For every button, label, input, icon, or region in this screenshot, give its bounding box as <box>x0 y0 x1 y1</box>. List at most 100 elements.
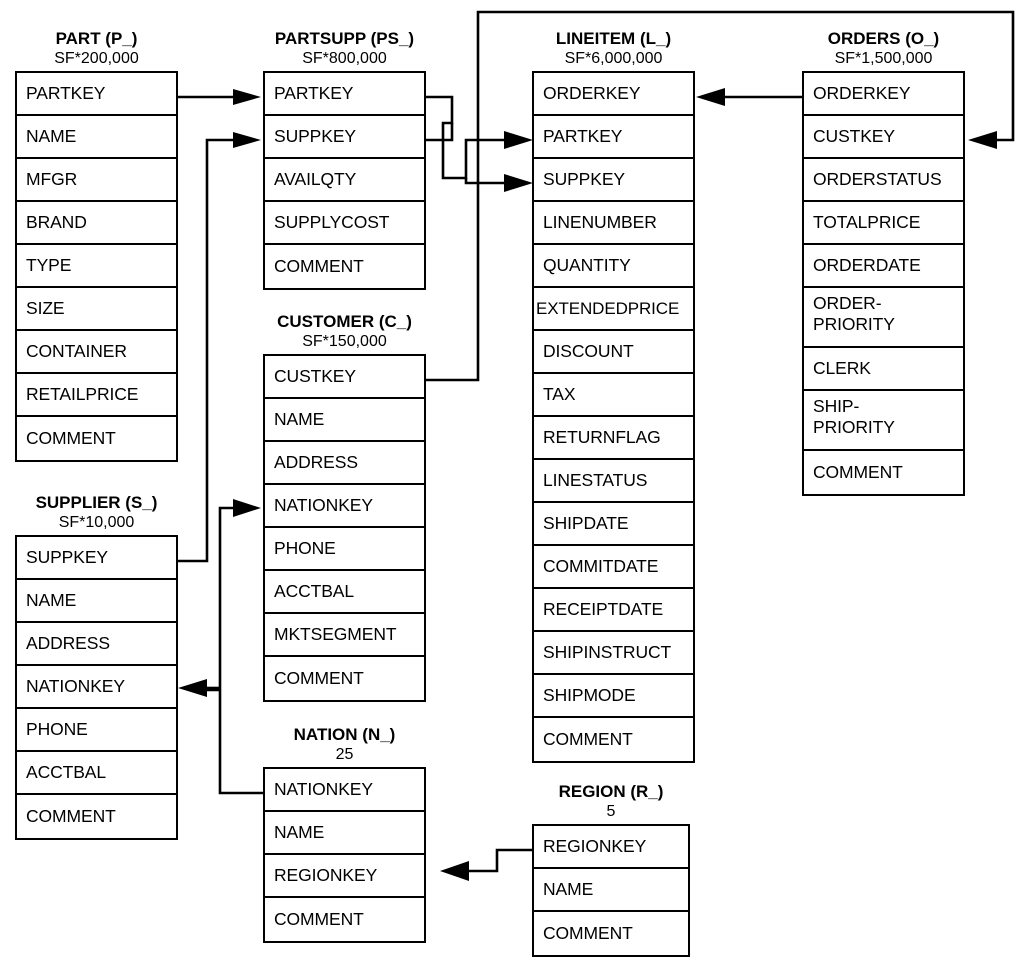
field-orders-orderpriority[interactable]: ORDER- PRIORITY <box>804 288 963 348</box>
field-lineitem-discount[interactable]: DISCOUNT <box>534 331 693 374</box>
field-lineitem-shipinstruct[interactable]: SHIPINSTRUCT <box>534 632 693 675</box>
field-partsupp-supplycost[interactable]: SUPPLYCOST <box>265 202 424 245</box>
entity-box-orders: ORDERKEY CUSTKEY ORDERSTATUS TOTALPRICE … <box>802 71 965 496</box>
connector-part-partsupp <box>178 89 261 105</box>
field-partsupp-partkey[interactable]: PARTKEY <box>265 73 424 116</box>
entity-cardinality-part: SF*200,000 <box>54 50 139 67</box>
field-lineitem-quantity[interactable]: QUANTITY <box>534 245 693 288</box>
field-supplier-name[interactable]: NAME <box>17 580 176 623</box>
field-orders-clerk[interactable]: CLERK <box>804 348 963 391</box>
entity-box-supplier: SUPPKEY NAME ADDRESS NATIONKEY PHONE ACC… <box>15 535 178 840</box>
field-part-name[interactable]: NAME <box>17 116 176 159</box>
entity-title-orders: ORDERS (O_) <box>827 29 940 48</box>
entity-partsupp: PARTSUPP (PS_) SF*800,000 PARTKEY SUPPKE… <box>263 28 426 290</box>
field-lineitem-comment[interactable]: COMMENT <box>543 729 633 749</box>
field-customer-nationkey[interactable]: NATIONKEY <box>265 485 424 528</box>
field-orders-orderkey[interactable]: ORDERKEY <box>804 73 963 116</box>
field-orders-orderstatus[interactable]: ORDERSTATUS <box>804 159 963 202</box>
field-orders-orderdate[interactable]: ORDERDATE <box>804 245 963 288</box>
field-part-partkey[interactable]: PARTKEY <box>17 73 176 116</box>
field-part-size[interactable]: SIZE <box>17 288 176 331</box>
entity-region: REGION (R_) 5 REGIONKEY NAME COMMENT <box>532 781 690 957</box>
field-lineitem-linestatus[interactable]: LINESTATUS <box>534 460 693 503</box>
entity-box-region: REGIONKEY NAME COMMENT <box>532 824 690 957</box>
entity-nation: NATION (N_) 25 NATIONKEY NAME REGIONKEY … <box>263 724 426 943</box>
field-customer-acctbal[interactable]: ACCTBAL <box>265 571 424 614</box>
entity-cardinality-nation: 25 <box>335 746 354 763</box>
field-lineitem-partkey[interactable]: PARTKEY <box>534 116 693 159</box>
field-part-type[interactable]: TYPE <box>17 245 176 288</box>
field-partsupp-availqty[interactable]: AVAILQTY <box>265 159 424 202</box>
connector-partsupp-lineitem-partkey <box>426 95 533 180</box>
entity-title-part: PART (P_) <box>55 29 138 48</box>
field-customer-custkey[interactable]: CUSTKEY <box>265 356 424 399</box>
entity-box-partsupp: PARTKEY SUPPKEY AVAILQTY SUPPLYCOST COMM… <box>263 71 426 290</box>
field-supplier-suppkey[interactable]: SUPPKEY <box>17 537 176 580</box>
entity-orders: ORDERS (O_) SF*1,500,000 ORDERKEY CUSTKE… <box>802 28 965 496</box>
entity-cardinality-lineitem: SF*6,000,000 <box>564 50 663 67</box>
field-customer-phone[interactable]: PHONE <box>265 528 424 571</box>
field-customer-comment[interactable]: COMMENT <box>274 668 364 688</box>
field-part-retailprice[interactable]: RETAILPRICE <box>17 374 176 417</box>
field-orders-custkey[interactable]: CUSTKEY <box>804 116 963 159</box>
field-nation-name[interactable]: NAME <box>265 812 424 855</box>
entity-title-customer: CUSTOMER (C_) <box>277 312 412 331</box>
connector-nation-customer <box>218 499 263 795</box>
connector-orders-lineitem <box>696 88 802 106</box>
field-lineitem-commitdate[interactable]: COMMITDATE <box>534 546 693 589</box>
connector-partsupp-lineitem-suppkey <box>426 123 533 192</box>
entity-box-nation: NATIONKEY NAME REGIONKEY COMMENT <box>263 767 426 943</box>
field-orders-shippriority[interactable]: SHIP- PRIORITY <box>804 391 963 451</box>
entity-title-supplier: SUPPLIER (S_) <box>35 493 158 512</box>
field-customer-address[interactable]: ADDRESS <box>265 442 424 485</box>
field-part-container[interactable]: CONTAINER <box>17 331 176 374</box>
entity-supplier: SUPPLIER (S_) SF*10,000 SUPPKEY NAME ADD… <box>15 492 178 840</box>
entity-cardinality-supplier: SF*10,000 <box>58 514 135 531</box>
entity-box-customer: CUSTKEY NAME ADDRESS NATIONKEY PHONE ACC… <box>263 354 426 702</box>
field-supplier-acctbal[interactable]: ACCTBAL <box>17 752 176 795</box>
field-supplier-comment[interactable]: COMMENT <box>26 806 116 826</box>
entity-title-partsupp: PARTSUPP (PS_) <box>274 29 415 48</box>
field-customer-mktsegment[interactable]: MKTSEGMENT <box>265 614 424 657</box>
field-lineitem-suppkey[interactable]: SUPPKEY <box>534 159 693 202</box>
field-supplier-phone[interactable]: PHONE <box>17 709 176 752</box>
field-part-brand[interactable]: BRAND <box>17 202 176 245</box>
field-nation-comment[interactable]: COMMENT <box>274 909 364 929</box>
entity-box-part: PARTKEY NAME MFGR BRAND TYPE SIZE CONTAI… <box>15 71 178 462</box>
field-region-regionkey[interactable]: REGIONKEY <box>534 826 688 869</box>
entity-cardinality-partsupp: SF*800,000 <box>302 50 387 67</box>
entity-customer: CUSTOMER (C_) SF*150,000 CUSTKEY NAME AD… <box>263 311 426 702</box>
field-lineitem-tax[interactable]: TAX <box>534 374 693 417</box>
field-orders-totalprice[interactable]: TOTALPRICE <box>804 202 963 245</box>
field-lineitem-linenumber[interactable]: LINENUMBER <box>534 202 693 245</box>
entity-cardinality-customer: SF*150,000 <box>302 333 387 350</box>
field-lineitem-returnflag[interactable]: RETURNFLAG <box>534 417 693 460</box>
entity-cardinality-region: 5 <box>606 803 616 820</box>
field-customer-name[interactable]: NAME <box>265 399 424 442</box>
connector-supplier-partsupp <box>178 132 261 563</box>
field-lineitem-orderkey[interactable]: ORDERKEY <box>534 73 693 116</box>
entity-cardinality-orders: SF*1,500,000 <box>834 50 933 67</box>
field-nation-nationkey[interactable]: NATIONKEY <box>265 769 424 812</box>
field-supplier-address[interactable]: ADDRESS <box>17 623 176 666</box>
entity-box-lineitem: ORDERKEY PARTKEY SUPPKEY LINENUMBER QUAN… <box>532 71 695 763</box>
field-nation-regionkey[interactable]: REGIONKEY <box>265 855 424 898</box>
entity-title-lineitem: LINEITEM (L_) <box>555 29 672 48</box>
field-orders-comment[interactable]: COMMENT <box>813 462 903 482</box>
entity-lineitem: LINEITEM (L_) SF*6,000,000 ORDERKEY PART… <box>532 28 695 763</box>
field-lineitem-extendedprice[interactable]: EXTENDEDPRICE <box>534 288 693 331</box>
connector-nation-supplier <box>178 679 220 697</box>
field-part-comment[interactable]: COMMENT <box>26 428 116 448</box>
field-partsupp-suppkey[interactable]: SUPPKEY <box>265 116 424 159</box>
field-part-mfgr[interactable]: MFGR <box>17 159 176 202</box>
field-supplier-nationkey[interactable]: NATIONKEY <box>17 666 176 709</box>
field-region-name[interactable]: NAME <box>534 869 688 912</box>
field-region-comment[interactable]: COMMENT <box>543 923 633 943</box>
field-lineitem-shipdate[interactable]: SHIPDATE <box>534 503 693 546</box>
entity-title-nation: NATION (N_) <box>293 725 396 744</box>
entity-title-region: REGION (R_) <box>558 782 664 801</box>
field-lineitem-receiptdate[interactable]: RECEIPTDATE <box>534 589 693 632</box>
field-partsupp-comment[interactable]: COMMENT <box>274 256 364 276</box>
entity-part: PART (P_) SF*200,000 PARTKEY NAME MFGR B… <box>15 28 178 462</box>
field-lineitem-shipmode[interactable]: SHIPMODE <box>534 675 693 718</box>
